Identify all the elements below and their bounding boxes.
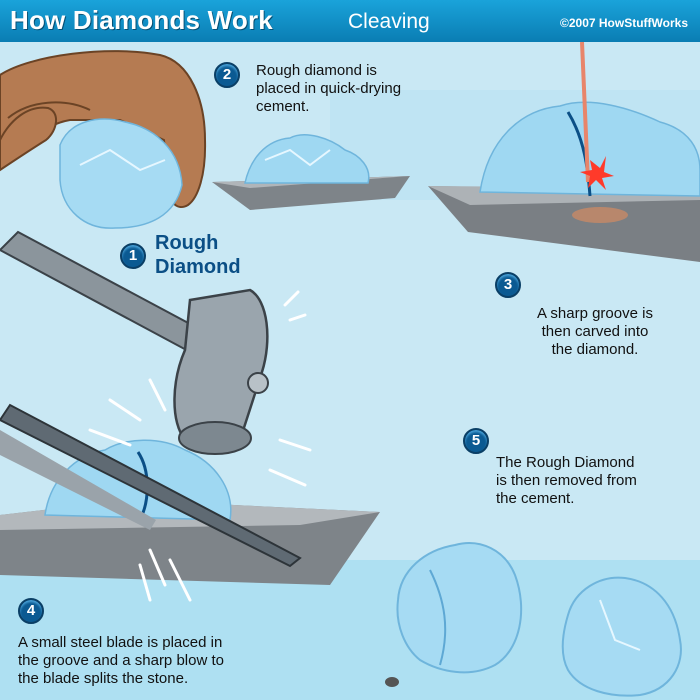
rough-diamond-icon [244,134,370,184]
page-title: How Diamonds Work [10,5,273,35]
rough-diamond-icon [479,101,700,197]
laser-spark-icon [580,156,614,190]
thumb-icon [0,106,57,172]
diamond-half-right [561,576,682,697]
impact-lines [88,290,312,487]
step-5-badge: 5 [463,428,489,454]
step3-scene [428,42,700,262]
laser-beam-icon [580,42,590,183]
diamond-highlight [264,148,331,167]
rough-diamond-icon [59,118,183,229]
steel-blade-edge [0,430,156,530]
step-4-text: A small steel blade is placed in the gro… [18,634,224,687]
debris-icon [385,677,399,687]
steel-blade-icon [0,403,302,568]
diamond-half-left [396,542,523,674]
step-1-label: Rough Diamond [155,232,241,278]
split-face-left [429,569,447,666]
step-4-badge: 4 [18,598,44,624]
page-subtitle: Cleaving [348,10,430,33]
diamond-highlight [599,599,641,651]
cement-slab-icon [428,186,700,262]
copyright-notice: ©2007 HowStuffWorks [560,16,688,30]
step-2-text: Rough diamond is placed in quick-drying … [256,62,402,115]
hammer-face [178,421,252,455]
finger-crease [7,101,91,119]
hand-icon [0,50,207,208]
step-2-badge: 2 [214,62,240,88]
step-1-badge: 1 [120,243,146,269]
step-3-text: A sharp groove is then carved into the d… [537,305,653,358]
crack-lines [138,548,192,602]
hammer-bolt [247,372,269,394]
header-bar: How Diamonds Work Cleaving ©2007 HowStuf… [0,0,700,42]
illustration [0,42,700,700]
step4-scene [0,230,380,602]
groove-line [566,111,592,197]
step-3-badge: 3 [495,272,521,298]
step-5-text: The Rough Diamond is then removed from t… [496,454,637,507]
step5-scene [385,542,682,697]
diamond-highlight [79,148,166,172]
laser-burn-mark [572,207,628,223]
step1-scene [0,50,207,229]
step2-scene [212,134,410,210]
